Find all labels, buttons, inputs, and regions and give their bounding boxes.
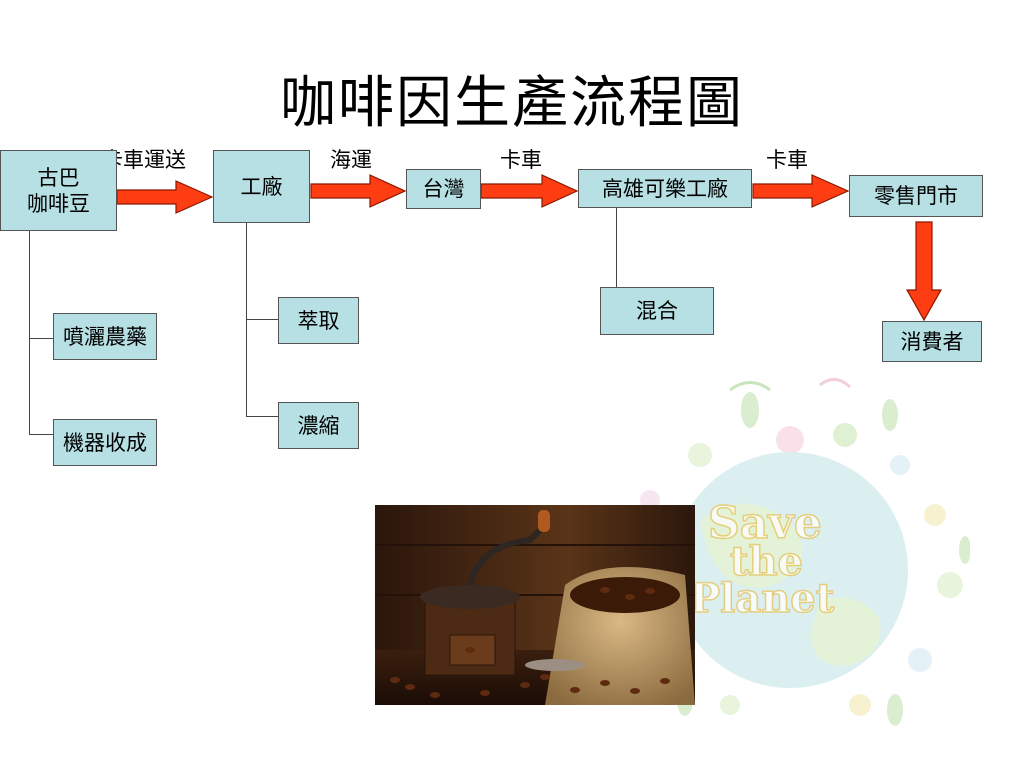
edge-label-factory-taiwan: 海運 (330, 148, 372, 172)
connector-cuba-spray (29, 338, 53, 339)
edge-label-kaohsiung-retail: 卡車 (766, 148, 808, 172)
poster-text-planet: Planet (690, 575, 835, 622)
edge-label-taiwan-kaohsiung: 卡車 (500, 148, 542, 172)
node-retail-store: 零售門市 (849, 175, 983, 217)
connector-factory-extract (246, 319, 278, 320)
node-consumer: 消費者 (882, 321, 982, 362)
node-machine-harvest: 機器收成 (53, 419, 157, 466)
arrow-kaohsiung-retail (752, 174, 850, 208)
node-mix: 混合 (600, 287, 714, 335)
coffee-grinder-photo (375, 505, 695, 705)
connector-kaohsiung-mix (616, 208, 617, 288)
node-extract: 萃取 (278, 297, 359, 344)
poster-text-the: the (730, 538, 803, 585)
coffee-grinder-image (375, 505, 695, 705)
node-spray-pesticide: 噴灑農藥 (53, 313, 157, 360)
node-concentrate: 濃縮 (278, 402, 359, 449)
poster-text-save: Save (708, 498, 822, 549)
page-title: 咖啡因生產流程圖 (280, 71, 744, 136)
node-kaohsiung-cola-factory: 高雄可樂工廠 (578, 169, 752, 208)
arrow-cuba-factory (116, 180, 214, 214)
save-the-planet-poster: Save the Planet (613, 378, 970, 726)
connector-cuba-vertical (29, 231, 30, 434)
connector-factory-concentrate (246, 416, 278, 417)
arrow-factory-taiwan (310, 174, 407, 208)
node-factory: 工廠 (213, 150, 310, 223)
node-cuba-coffee-beans: 古巴 咖啡豆 (0, 150, 117, 231)
node-taiwan: 台灣 (406, 169, 481, 209)
arrow-taiwan-kaohsiung (480, 174, 579, 208)
connector-cuba-harvest (29, 434, 53, 435)
arrow-retail-consumer (905, 221, 943, 322)
